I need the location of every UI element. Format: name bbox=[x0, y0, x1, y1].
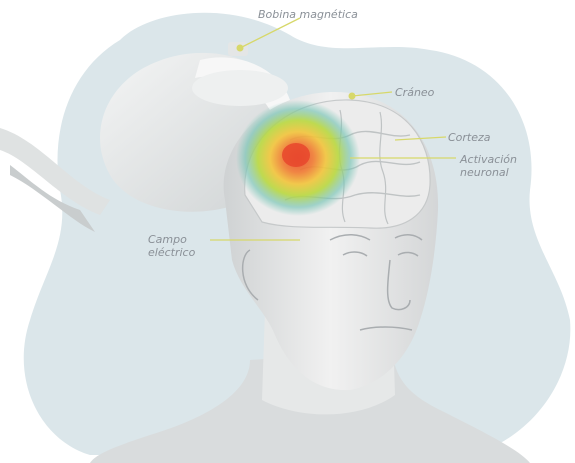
label-magnetic-coil: Bobina magnética bbox=[258, 8, 358, 21]
label-neuronal-activation: Activación neuronal bbox=[460, 153, 517, 179]
label-field-line2: eléctrico bbox=[148, 246, 195, 259]
label-electric-field: Campo eléctrico bbox=[148, 233, 195, 259]
label-activation-line2: neuronal bbox=[460, 166, 517, 179]
label-skull: Cráneo bbox=[395, 86, 434, 99]
label-activation-line1: Activación bbox=[460, 153, 517, 166]
label-field-line1: Campo bbox=[148, 233, 195, 246]
label-cortex: Corteza bbox=[448, 131, 491, 144]
